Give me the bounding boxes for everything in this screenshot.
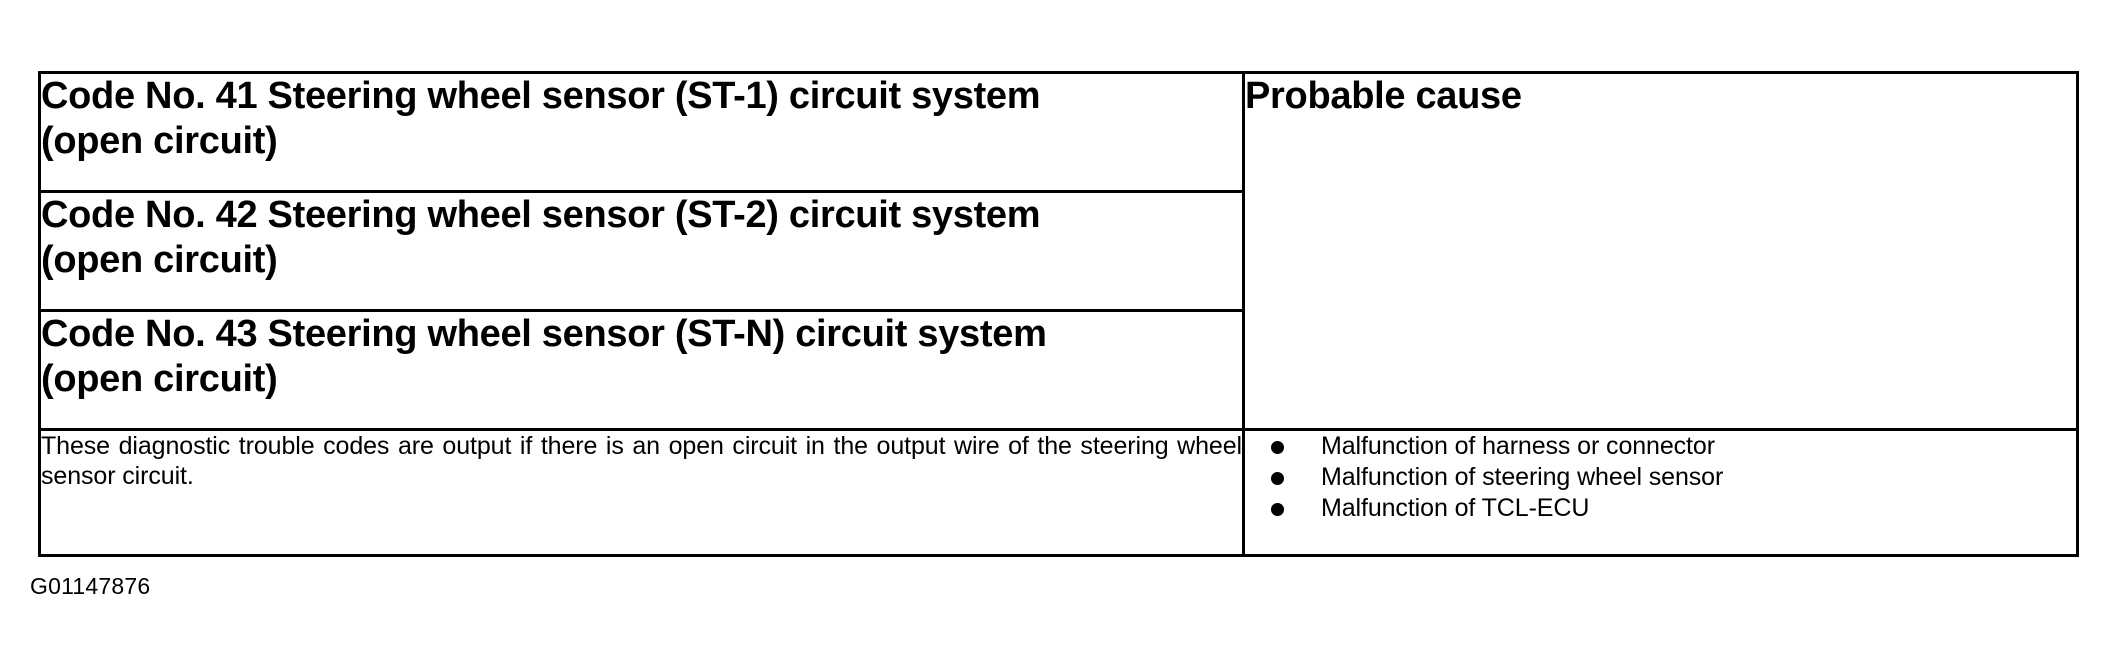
cause-label: Malfunction of steering wheel sensor [1321, 463, 1724, 491]
table-row: Code No. 42 Steering wheel sensor (ST-2)… [38, 190, 2078, 312]
list-item: Malfunction of steering wheel sensor [1245, 462, 2076, 493]
probable-cause-header-cell: Probable cause [1242, 71, 2079, 431]
diagnostic-trouble-code-table: Code No. 41 Steering wheel sensor (ST-1)… [38, 71, 2079, 557]
code-cell-43: Code No. 43 Steering wheel sensor (ST-N)… [38, 309, 1245, 431]
probable-cause-header-label: Probable cause [1245, 75, 1522, 117]
code-title-41: Code No. 41 Steering wheel sensor (ST-1)… [41, 75, 1041, 162]
cause-label: Malfunction of harness or connector [1321, 432, 1715, 460]
code-title-43: Code No. 43 Steering wheel sensor (ST-N)… [41, 313, 1047, 400]
table-row: These diagnostic trouble codes are outpu… [38, 428, 2079, 557]
probable-cause-list: Malfunction of harness or connector Malf… [1245, 431, 2076, 524]
list-item: Malfunction of harness or connector [1245, 431, 2076, 462]
table-row: Code No. 43 Steering wheel sensor (ST-N)… [38, 309, 2078, 431]
code-cell-41: Code No. 41 Steering wheel sensor (ST-1)… [38, 71, 1245, 193]
probable-cause-list-cell: Malfunction of harness or connector Malf… [1242, 428, 2079, 557]
code-title-42: Code No. 42 Steering wheel sensor (ST-2)… [41, 194, 1041, 281]
figure-caption: G01147876 [30, 573, 151, 599]
cause-label: Malfunction of TCL-ECU [1321, 494, 1590, 522]
description-cell: These diagnostic trouble codes are outpu… [38, 428, 1245, 557]
code-cell-42: Code No. 42 Steering wheel sensor (ST-2)… [38, 190, 1245, 312]
description-text: These diagnostic trouble codes are outpu… [41, 432, 1242, 490]
bullet-icon [1271, 472, 1284, 485]
bullet-icon [1271, 441, 1284, 454]
list-item: Malfunction of TCL-ECU [1245, 493, 2076, 524]
table-row: Code No. 41 Steering wheel sensor (ST-1)… [38, 71, 2079, 431]
bullet-icon [1271, 503, 1284, 516]
